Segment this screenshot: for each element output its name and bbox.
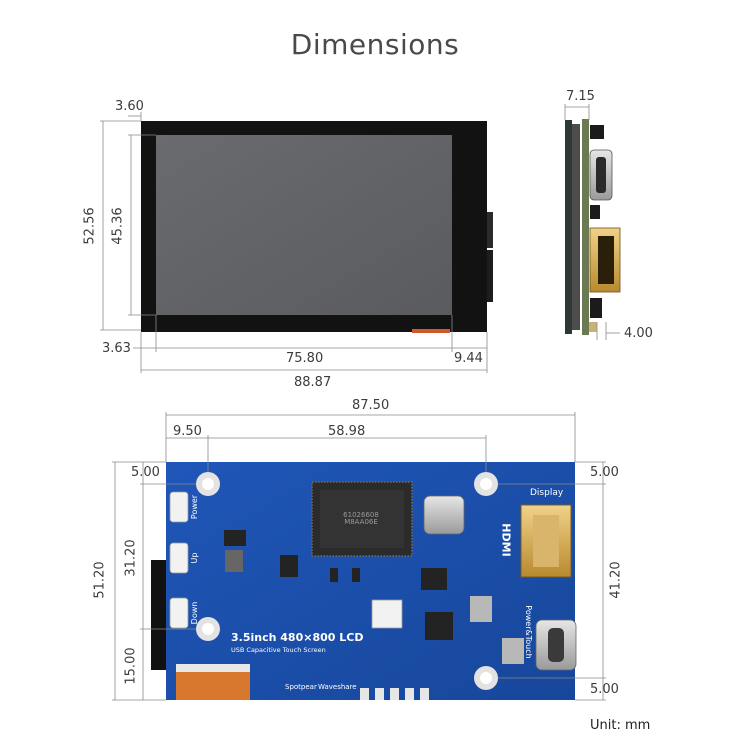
label-hdmi: HDMI xyxy=(499,523,513,557)
lcd-active-area xyxy=(156,135,452,315)
fpc-tab xyxy=(412,329,450,333)
side-view-dimension-lines xyxy=(564,104,620,340)
label-brand-right: Waveshare xyxy=(318,683,357,691)
top-view-dimension-lines xyxy=(100,112,488,373)
fpc-connector xyxy=(371,599,403,629)
side-glass xyxy=(565,120,572,334)
dim-height-total: 52.56 xyxy=(82,207,98,245)
dim-back-hole-bottom-right: 5.00 xyxy=(590,682,619,697)
down-button xyxy=(169,597,189,629)
dim-left-border: 3.60 xyxy=(115,99,144,114)
page-title: Dimensions xyxy=(290,28,460,61)
dim-back-hole-spacing-right: 41.20 xyxy=(608,561,624,599)
label-power-touch: Power&Touch xyxy=(524,605,533,659)
label-subtitle: USB Capacitive Touch Screen xyxy=(231,646,326,654)
dim-right-border: 9.44 xyxy=(454,351,483,366)
side-view xyxy=(565,119,621,335)
dim-back-hole-top-right: 5.00 xyxy=(590,465,619,480)
dim-back-width-total: 87.50 xyxy=(352,398,390,413)
label-display: Display xyxy=(530,488,564,498)
power-button xyxy=(169,491,189,523)
dim-width-active: 75.80 xyxy=(286,351,324,366)
lcd-edge-behind xyxy=(151,560,169,670)
label-power: Power xyxy=(190,494,199,520)
label-chip-text: 61026608 M8AA06E xyxy=(343,511,379,526)
unit-label: Unit: mm xyxy=(590,718,651,733)
up-button xyxy=(169,542,189,574)
dim-back-hole-top-left: 5.00 xyxy=(131,465,160,480)
dim-width-total: 88.87 xyxy=(294,375,332,390)
dim-back-hole-spacing-left: 31.20 xyxy=(123,539,139,577)
dim-back-height-total: 51.20 xyxy=(92,561,108,599)
label-up: Up xyxy=(190,552,199,564)
side-button-upper xyxy=(487,212,493,248)
label-product: 3.5inch 480×800 LCD xyxy=(231,631,364,644)
label-brand-left: Spotpear xyxy=(285,683,317,691)
dim-side-thickness: 7.15 xyxy=(566,89,595,104)
side-lcd xyxy=(572,124,580,330)
side-pcb xyxy=(582,119,589,335)
dim-back-hole-spacing-x: 58.98 xyxy=(328,424,366,439)
dim-side-offset: 4.00 xyxy=(624,326,653,341)
dim-back-hole-offset-x: 9.50 xyxy=(173,424,202,439)
mounting-holes xyxy=(196,472,498,690)
side-button-lower xyxy=(487,250,493,302)
dim-height-active: 45.36 xyxy=(110,207,126,245)
crystal xyxy=(423,495,465,535)
dim-bottom-border: 3.63 xyxy=(102,341,131,356)
pcb-back-view xyxy=(151,462,577,700)
lcd-front-view xyxy=(141,121,493,333)
label-down: Down xyxy=(190,601,199,625)
dim-back-hole-bottom-left: 15.00 xyxy=(123,647,139,685)
back-view-dimension-lines xyxy=(112,412,606,701)
